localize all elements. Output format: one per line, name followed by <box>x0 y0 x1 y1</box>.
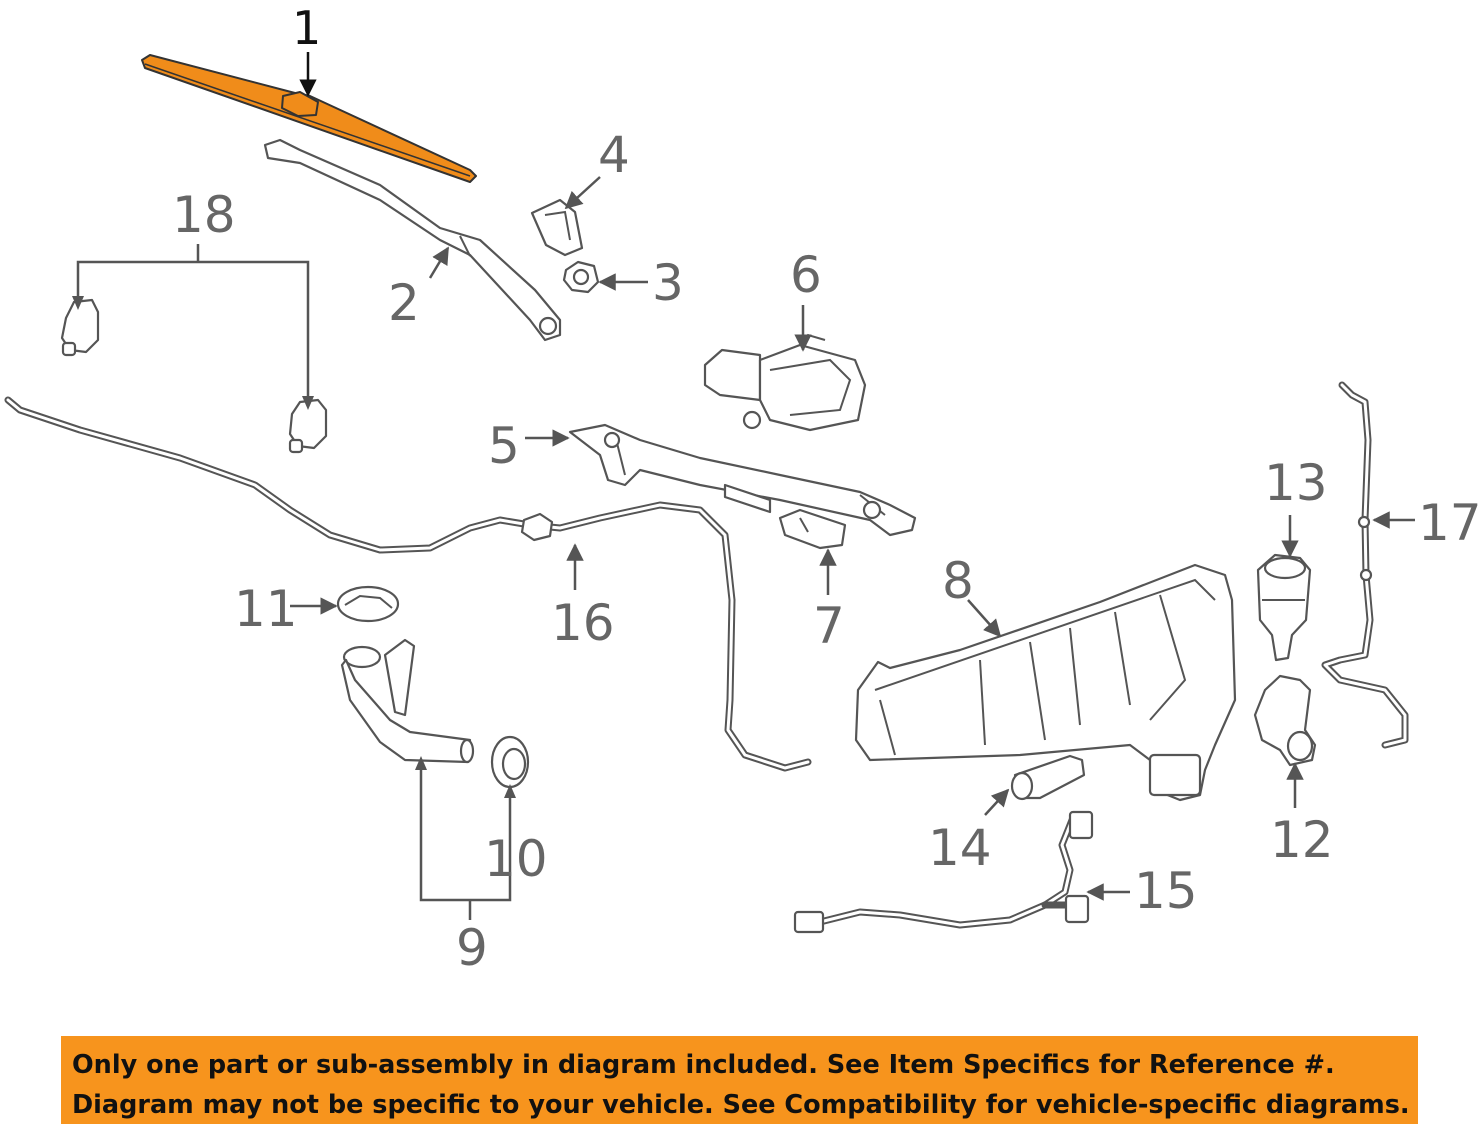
wiper-blade-part-1 <box>141 54 477 183</box>
callout-9: 9 <box>456 919 488 977</box>
callout-6: 6 <box>790 246 822 304</box>
callout-13: 13 <box>1264 454 1328 512</box>
callout-16: 16 <box>551 594 615 652</box>
level-sensor-part-14 <box>1010 754 1086 801</box>
wiper-arm-part-2 <box>263 138 562 342</box>
callout-15: 15 <box>1134 862 1198 920</box>
callout-14: 14 <box>928 819 992 877</box>
washer-reservoir-part-8 <box>854 563 1237 802</box>
callout-1: 1 <box>292 1 321 55</box>
reservoir-cap-part-11 <box>336 585 400 623</box>
wiper-linkage-part-5 <box>568 423 917 537</box>
callout-17: 17 <box>1418 494 1481 552</box>
cap-part-4 <box>530 198 584 257</box>
callout-5: 5 <box>488 417 520 475</box>
washer-hose-part-17 <box>1321 381 1409 749</box>
disclaimer-banner: Only one part or sub-assembly in diagram… <box>61 1036 1418 1124</box>
callout-3: 3 <box>652 254 684 312</box>
grommet-part-10 <box>490 735 530 789</box>
callout-10: 10 <box>484 830 548 888</box>
wiring-harness-part-15 <box>793 810 1094 934</box>
washer-pump-part-13 <box>1256 553 1312 662</box>
callout-2: 2 <box>388 274 420 332</box>
disclaimer-line-2: Diagram may not be specific to your vehi… <box>72 1090 1410 1120</box>
callout-8: 8 <box>942 552 974 610</box>
nut-part-3 <box>562 260 600 294</box>
callout-labels: 1 2 3 4 5 6 7 8 9 10 11 12 13 14 15 16 1… <box>172 1 1481 977</box>
leader-lines <box>72 52 1415 920</box>
washer-pump-part-12 <box>1253 674 1317 767</box>
callout-4: 4 <box>598 126 630 184</box>
callout-11: 11 <box>234 580 298 638</box>
wiper-motor-part-6 <box>703 333 867 432</box>
filler-neck-part-9 <box>340 638 475 764</box>
disclaimer-line-1: Only one part or sub-assembly in diagram… <box>72 1050 1335 1080</box>
bracket-part-7 <box>778 508 847 550</box>
callout-12: 12 <box>1270 811 1334 869</box>
callout-18: 18 <box>172 186 236 244</box>
washer-hose-part-16 <box>4 396 812 772</box>
washer-nozzle-part-18a <box>60 298 100 357</box>
callout-7: 7 <box>813 597 845 655</box>
